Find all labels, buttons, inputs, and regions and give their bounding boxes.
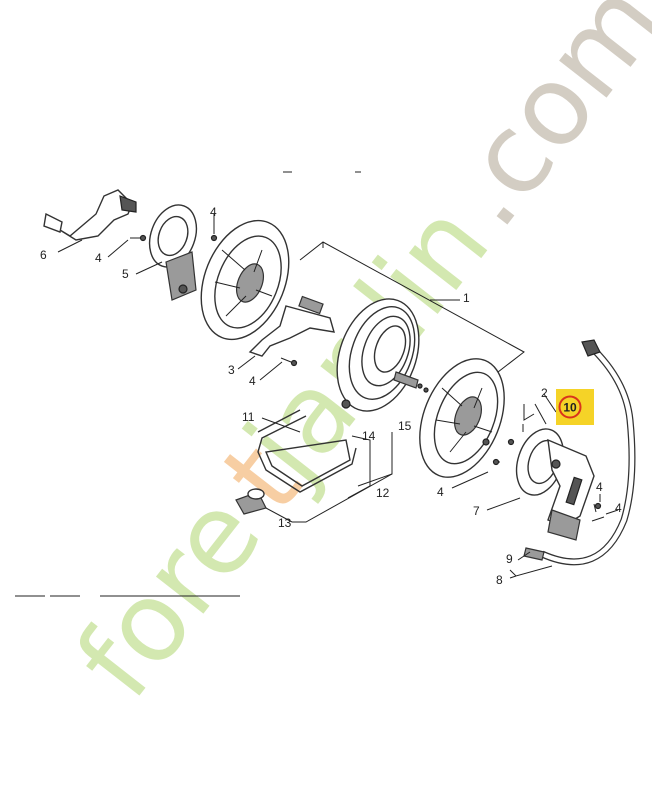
pin-part bbox=[507, 393, 557, 446]
left-flange bbox=[200, 219, 290, 341]
callout-14: 14 bbox=[362, 429, 376, 443]
callout-4-b: 4 bbox=[210, 205, 217, 219]
watermark-com: .com bbox=[420, 0, 652, 250]
callout-3: 3 bbox=[228, 363, 235, 377]
callout-15: 15 bbox=[398, 419, 412, 433]
assembly-bracket bbox=[299, 241, 535, 421]
elbow-tube bbox=[235, 409, 357, 515]
hose-drum bbox=[336, 298, 429, 412]
highlight-badge-10: 10 bbox=[556, 389, 594, 425]
callout-10: 10 bbox=[563, 401, 577, 415]
callout-4-e: 4 bbox=[596, 480, 603, 494]
callouts: 1 2 3 4 4 4 4 4 4 5 6 7 8 9 11 12 13 14 … bbox=[40, 205, 622, 587]
right-flange bbox=[419, 358, 505, 478]
callout-4-d: 4 bbox=[437, 485, 444, 499]
callout-6: 6 bbox=[40, 248, 47, 262]
callout-4-a: 4 bbox=[95, 251, 102, 265]
crank-plate bbox=[135, 204, 198, 301]
leader-lines bbox=[261, 417, 619, 579]
callout-9: 9 bbox=[506, 552, 513, 566]
callout-7: 7 bbox=[473, 504, 480, 518]
callout-1: 1 bbox=[463, 291, 470, 305]
hose bbox=[523, 339, 636, 566]
inlet-housing bbox=[515, 428, 595, 541]
screw-top-left bbox=[107, 214, 218, 258]
callout-12: 12 bbox=[376, 486, 390, 500]
callout-8: 8 bbox=[496, 573, 503, 587]
callout-13: 13 bbox=[278, 516, 292, 530]
callout-4-f: 4 bbox=[615, 501, 622, 515]
mounting-bracket bbox=[237, 295, 335, 381]
callout-2: 2 bbox=[541, 386, 548, 400]
callout-5: 5 bbox=[122, 267, 129, 281]
callout-11: 11 bbox=[242, 410, 255, 424]
callout-4-c: 4 bbox=[249, 374, 256, 388]
crank-handle bbox=[43, 189, 137, 253]
